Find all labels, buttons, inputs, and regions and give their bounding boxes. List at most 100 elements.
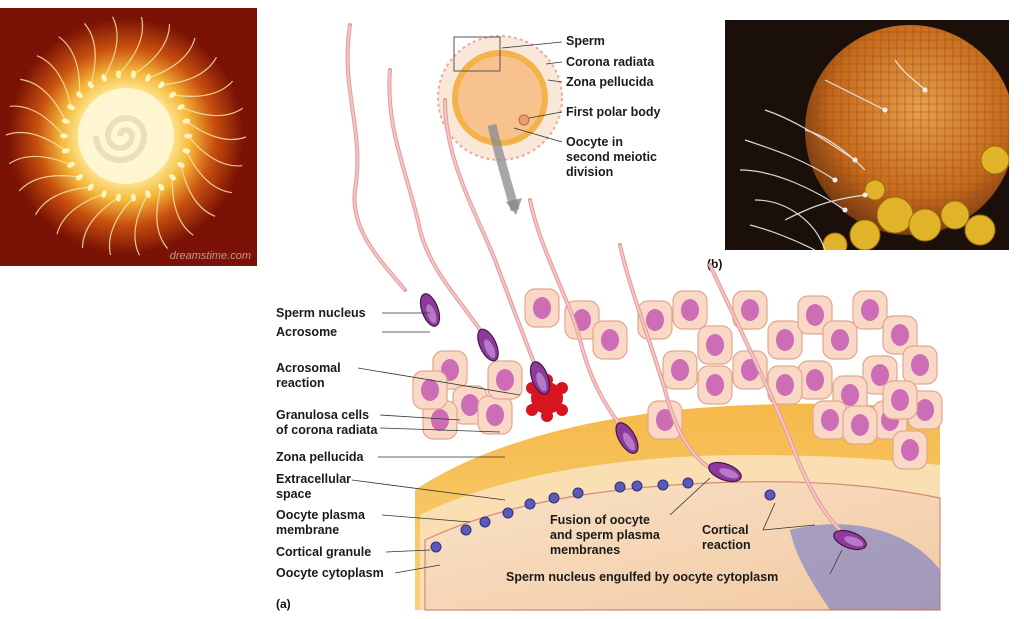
cell-nucleus [656,409,674,431]
sperm-tail [134,193,149,256]
cortical-granule [614,481,626,493]
cell-nucleus [486,404,504,426]
sperm-tail [171,177,194,236]
sperm-tail-highlight [619,244,711,469]
sperm-egg-artwork [0,8,257,266]
sperm-tail [108,197,134,256]
sperm-nucleus [536,372,547,392]
cell-nucleus [421,379,439,401]
cell-nucleus [851,414,869,436]
granulosa-cells-group [412,288,943,470]
label-granulosa-cells: Granulosa cells of corona radiata [276,408,378,437]
cortical-granule [548,492,560,504]
label-acrosome: Acrosome [276,325,338,339]
cell-nucleus [431,409,449,431]
sperm-tail-highlight [444,99,536,366]
cell-nucleus [861,299,879,321]
sperm-head [158,183,165,191]
cell-nucleus [901,439,919,461]
sperm-head [101,190,107,198]
cell-nucleus [821,409,839,431]
cell-nucleus [741,299,759,321]
sperm-tail [118,16,144,75]
sperm-tail [185,120,247,141]
sperm-tail [18,175,80,192]
electron-micrograph [725,20,1009,250]
cortical-granule [430,541,442,553]
cell-nucleus [806,369,824,391]
sperm-nucleus [719,468,739,479]
sperm-head [87,183,94,191]
sperm-head [177,161,185,168]
cell-nucleus [871,364,889,386]
sperm-tail [58,36,81,95]
sperm-tail [180,164,216,217]
sperm-head [67,161,75,168]
cell-nucleus [806,304,824,326]
sperm-tail-highlight [388,69,481,331]
sperm-tail-highlight [346,24,406,291]
cell-nucleus [646,309,664,331]
label-zona-pellucida-top: Zona pellucida [566,75,654,89]
cell-nucleus [461,394,479,416]
sperm-head [61,118,70,124]
sperm-tail [172,80,234,97]
sperm-tail [187,135,243,167]
cell-nucleus [776,329,794,351]
micrograph-artwork [725,20,1009,250]
cell-nucleus [841,384,859,406]
sperm-tail [20,78,67,122]
cortical-granules-group [430,477,776,553]
sperm-head [115,70,122,79]
label-fusion-membranes: Fusion of oocyte and sperm plasma membra… [550,513,660,557]
sperm-nucleus [622,432,636,451]
sperm-head [145,74,151,82]
cell-nucleus [891,324,909,346]
sperm-tail [180,106,244,117]
sperm-head [168,91,176,99]
cortical-granule [764,489,776,501]
sperm-tail [83,23,96,86]
cortical-granule [524,498,536,510]
sperm-head [184,133,192,139]
panel-label-a: (a) [276,597,291,611]
label-sperm-nucleus: Sperm nucleus [276,306,366,320]
cell-nucleus [776,374,794,396]
label-first-polar-body: First polar body [566,105,661,119]
fertilization-diagram: Sperm Corona radiata Zona pellucida Firs… [270,10,950,619]
cell-nucleus [681,299,699,321]
label-oocyte-plasma-membrane: Oocyte plasma membrane [276,508,365,537]
label-cortical-granule: Cortical granule [276,545,372,559]
sperm-tail [147,37,196,79]
label-acrosomal-reaction: Acrosomal reaction [276,361,341,390]
sperm-head [130,70,137,79]
sperm-head [87,81,94,89]
sperm-tail-highlight [529,199,621,426]
label-zona-pellucida: Zona pellucida [276,450,364,464]
cortical-granule [631,480,643,492]
cell-nucleus [831,329,849,351]
sperm-tail [34,186,91,216]
cell-nucleus [916,399,934,421]
sperm-tail [103,16,118,79]
sperm-head [76,173,84,181]
label-oocyte-cytoplasm: Oocyte cytoplasm [276,566,384,580]
sperm-head [76,91,84,99]
label-extracellular-space: Extracellular space [276,472,352,501]
sperm-head [130,193,137,202]
cortical-granule [502,507,514,519]
sperm-head [182,118,191,124]
label-sperm: Sperm [566,34,605,48]
cell-nucleus [706,374,724,396]
sperm-cells-diagram [345,23,867,551]
cortical-granule [460,524,472,536]
sperm-tail [5,131,67,152]
sperm-tail [161,56,218,86]
sperm-tail [185,150,232,194]
sperm-egg-illustration: dreamstime.com [0,8,257,266]
sperm-tail [8,155,72,166]
sperm-head [168,173,176,181]
label-cortical-reaction: Cortical reaction [702,523,751,552]
sperm-head [158,81,165,89]
label-corona-radiata: Corona radiata [566,55,655,69]
